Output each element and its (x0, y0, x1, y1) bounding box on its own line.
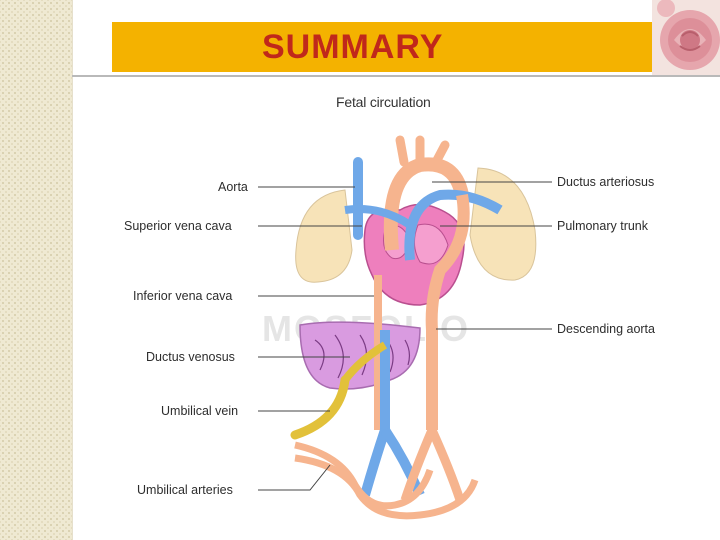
label-ductus-venosus: Ductus venosus (146, 350, 235, 364)
label-aorta: Aorta (218, 180, 248, 194)
right-lung (470, 168, 536, 280)
label-descending-aorta: Descending aorta (557, 322, 655, 336)
liver (300, 322, 420, 389)
slide-edge (72, 0, 73, 540)
slide-title: SUMMARY (262, 28, 443, 66)
label-umbilical-vein: Umbilical vein (161, 404, 238, 418)
label-pulmonary-trunk: Pulmonary trunk (557, 219, 648, 233)
label-inferior-vena-cava: Inferior vena cava (133, 289, 232, 303)
fetal-circulation-diagram (100, 88, 700, 540)
left-lung (296, 190, 352, 282)
label-superior-vena-cava: Superior vena cava (124, 219, 232, 233)
label-ductus-arteriosus: Ductus arteriosus (557, 175, 654, 189)
rose-decoration-icon (652, 0, 720, 75)
decorative-side-strip (0, 0, 72, 540)
title-divider (72, 75, 720, 77)
label-umbilical-arteries: Umbilical arteries (137, 483, 233, 497)
